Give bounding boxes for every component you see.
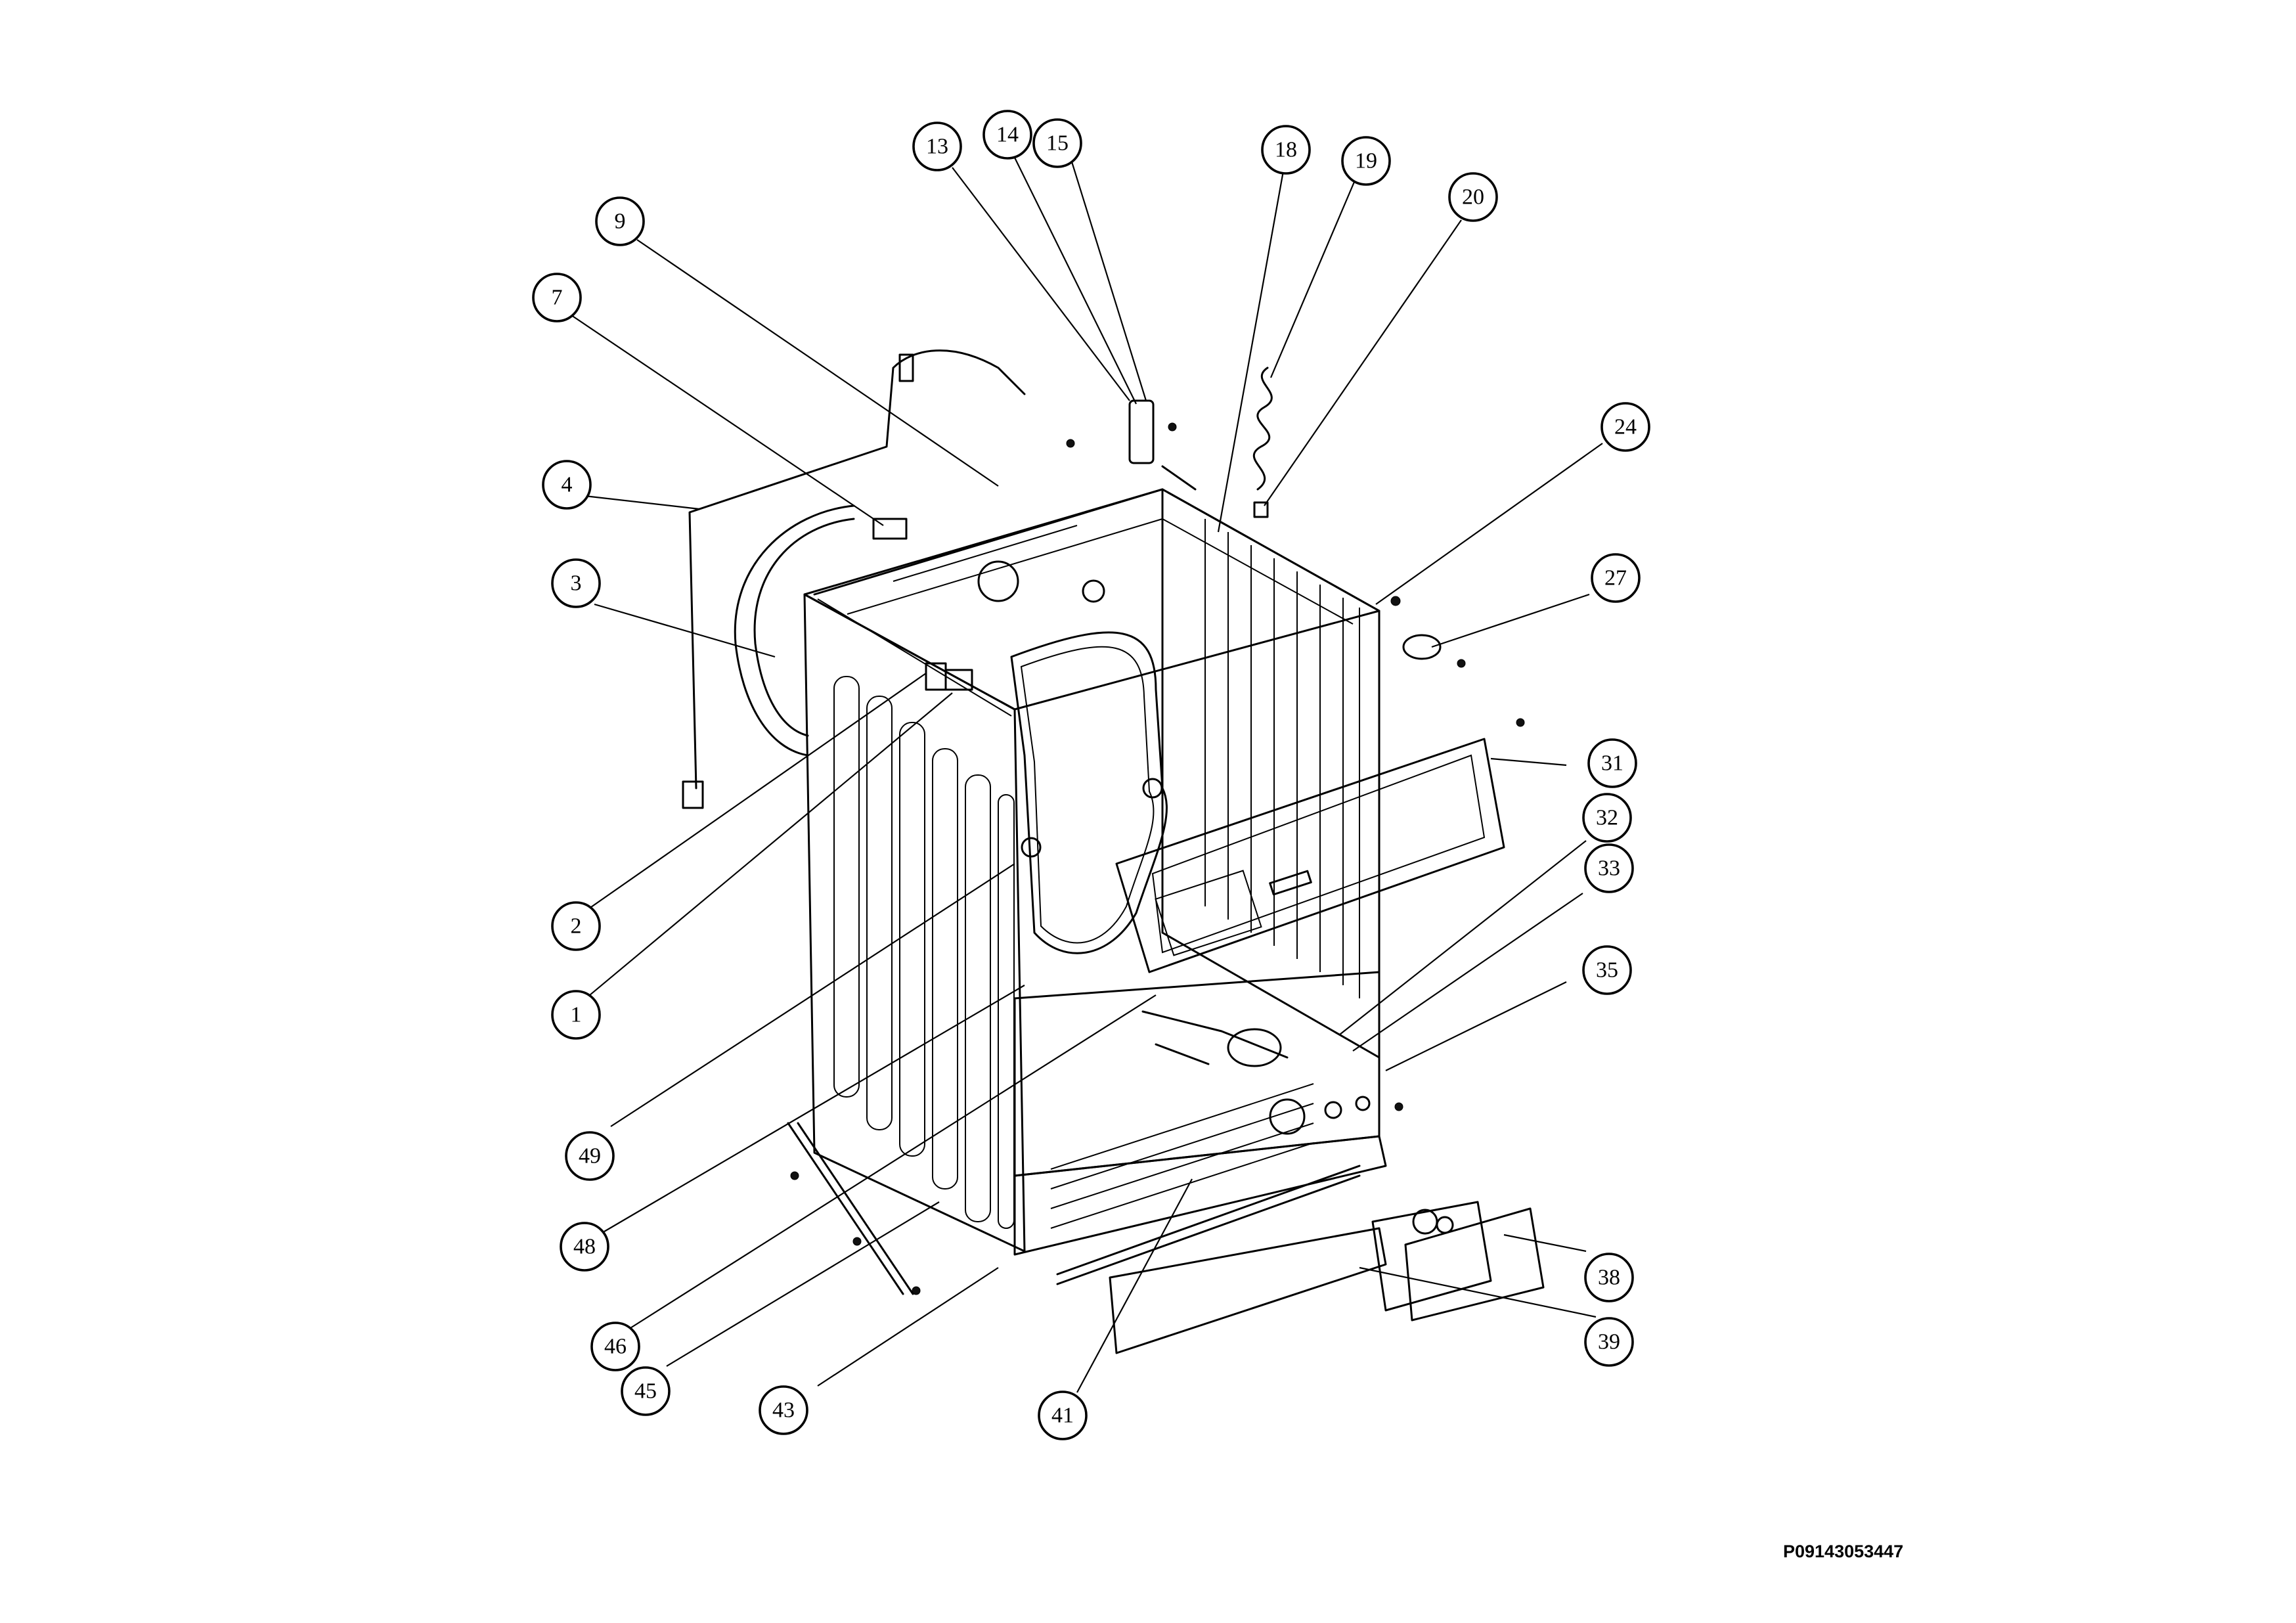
- svg-text:3: 3: [571, 571, 582, 596]
- callout-38: 38: [1584, 1253, 1634, 1302]
- callout-45: 45: [621, 1366, 671, 1416]
- front-cross-member: [1115, 738, 1505, 973]
- callout-20: 20: [1448, 172, 1498, 222]
- top-rail: [682, 349, 1442, 809]
- lower-front-panels: [787, 1122, 1545, 1354]
- svg-text:46: 46: [604, 1335, 627, 1359]
- callout-9: 9: [595, 196, 645, 246]
- svg-text:27: 27: [1604, 566, 1627, 590]
- base-frame: [1013, 971, 1387, 1256]
- callout-33: 33: [1584, 843, 1634, 893]
- callout-18: 18: [1261, 125, 1311, 175]
- callout-41: 41: [1038, 1390, 1088, 1440]
- right-side-panel: [1161, 488, 1380, 1059]
- svg-text:18: 18: [1275, 138, 1297, 162]
- callout-14: 14: [982, 110, 1032, 160]
- callout-43: 43: [759, 1385, 808, 1435]
- svg-text:13: 13: [926, 135, 948, 159]
- svg-text:35: 35: [1596, 958, 1618, 983]
- svg-text:24: 24: [1614, 415, 1637, 439]
- svg-text:4: 4: [562, 473, 573, 497]
- callouts: 1 2 3 4 7 9 13 14 15 18 19 20 24 27 31 3…: [532, 110, 1650, 1440]
- svg-text:43: 43: [772, 1398, 795, 1423]
- callout-24: 24: [1601, 402, 1650, 452]
- svg-text:1: 1: [571, 1003, 582, 1027]
- leader-lines: [571, 157, 1603, 1393]
- svg-text:15: 15: [1046, 131, 1069, 156]
- screws: [790, 422, 1525, 1295]
- rear-wall: [803, 488, 1380, 954]
- svg-text:41: 41: [1051, 1404, 1074, 1428]
- svg-text:2: 2: [571, 914, 582, 939]
- callout-46: 46: [590, 1322, 640, 1371]
- svg-text:19: 19: [1355, 149, 1377, 173]
- callout-48: 48: [560, 1222, 609, 1272]
- svg-text:33: 33: [1598, 856, 1620, 881]
- svg-text:48: 48: [573, 1235, 596, 1259]
- callout-32: 32: [1582, 793, 1632, 843]
- document-code: P09143053447: [1783, 1542, 1904, 1561]
- callout-7: 7: [532, 273, 582, 322]
- callout-49: 49: [565, 1131, 615, 1181]
- callout-27: 27: [1591, 553, 1641, 603]
- svg-text:45: 45: [634, 1379, 657, 1404]
- svg-text:9: 9: [615, 210, 626, 234]
- svg-text:14: 14: [996, 123, 1019, 147]
- svg-text:39: 39: [1598, 1330, 1620, 1354]
- svg-text:31: 31: [1601, 751, 1623, 776]
- callout-1: 1: [551, 990, 601, 1040]
- svg-text:49: 49: [579, 1144, 601, 1168]
- svg-text:32: 32: [1596, 806, 1618, 830]
- svg-text:20: 20: [1462, 185, 1484, 210]
- callout-4: 4: [542, 460, 592, 510]
- svg-text:38: 38: [1598, 1266, 1620, 1290]
- callout-3: 3: [551, 558, 601, 608]
- callout-2: 2: [551, 901, 601, 951]
- svg-text:7: 7: [552, 286, 563, 310]
- callout-35: 35: [1582, 945, 1632, 995]
- left-side-panel: [803, 593, 1026, 1253]
- callout-13: 13: [912, 122, 962, 171]
- callout-15: 15: [1032, 118, 1082, 168]
- cabinet-drawing: [682, 349, 1545, 1354]
- callout-19: 19: [1341, 136, 1391, 186]
- callout-39: 39: [1584, 1317, 1634, 1367]
- callout-31: 31: [1587, 738, 1637, 788]
